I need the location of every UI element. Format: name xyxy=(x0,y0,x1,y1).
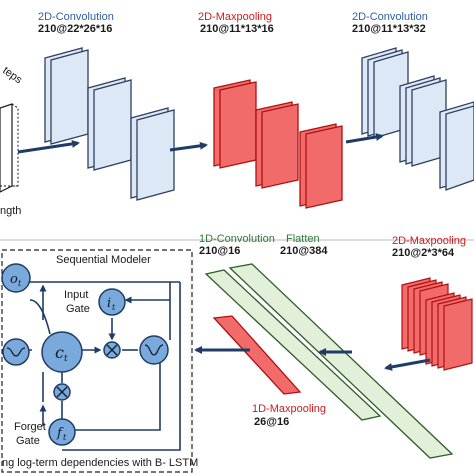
arrow-conv1-pool1 xyxy=(169,141,208,152)
conv2d-block-2 xyxy=(361,47,474,191)
maxpool2d-block-2 xyxy=(401,277,473,371)
maxpool2d-2-dims: 210@2*3*64 xyxy=(392,247,455,259)
input-steps-label: teps xyxy=(0,65,24,87)
conv2d-1-dims: 210@22*26*16 xyxy=(38,23,112,35)
forget-gate-label-line2: Gate xyxy=(16,435,40,447)
input-length-label: ngth xyxy=(0,205,21,217)
arrow-pool2-flatten xyxy=(384,358,431,371)
forget-gate-subscript: t xyxy=(63,433,67,442)
flatten-dims: 210@384 xyxy=(280,245,328,257)
arrow-pool1-conv2 xyxy=(345,133,384,144)
maxpool2d-1-dims: 210@11*13*16 xyxy=(200,23,274,35)
conv1d-dims: 210@16 xyxy=(199,245,240,257)
maxpool2d-2-title: 2D-Maxpooling xyxy=(392,235,466,247)
forget-gate-symbol: f xyxy=(56,426,64,441)
flatten-layer xyxy=(204,263,454,459)
cell-state-subscript: t xyxy=(64,354,68,364)
node-output-gate: o t xyxy=(1,263,31,293)
conv2d-block-1 xyxy=(44,47,175,201)
node-forget-gate: f t xyxy=(48,418,76,446)
node-cell-state: c t xyxy=(41,331,83,373)
conv1d-layer xyxy=(212,315,302,395)
conv2d-1-title: 2D-Convolution xyxy=(38,11,114,23)
lstm-caption: ng log-term dependencies with B- LSTM xyxy=(2,457,198,469)
lstm-internal-links xyxy=(29,299,63,419)
conv2d-2-dims: 210@11*13*32 xyxy=(352,23,426,35)
flatten-title: Flatten xyxy=(286,233,320,245)
node-candidate-tanh xyxy=(139,335,169,365)
sequential-modeler-title: Sequential Modeler xyxy=(56,254,151,266)
sequential-modeler-box xyxy=(1,249,193,473)
output-gate-symbol: o xyxy=(10,272,18,287)
maxpool1d-title: 1D-Maxpooling xyxy=(252,403,326,415)
conv1d-title: 1D-Convolution xyxy=(199,233,275,245)
input-gate-label-line2: Gate xyxy=(66,303,90,315)
input-gate-symbol: i xyxy=(107,296,111,311)
cell-state-symbol: c xyxy=(55,343,64,362)
maxpool1d-dims: 26@16 xyxy=(254,416,289,428)
input-gate-subscript: t xyxy=(112,303,116,312)
forget-gate-label-line1: Forget xyxy=(14,421,46,433)
input-gate-label-line1: Input xyxy=(64,289,88,301)
conv2d-2-title: 2D-Convolution xyxy=(352,11,428,23)
maxpool2d-block-1 xyxy=(213,79,343,209)
node-forget-multiply xyxy=(53,383,71,401)
node-input-multiply xyxy=(103,341,121,359)
node-output-tanh xyxy=(2,338,30,366)
maxpool2d-1-title: 2D-Maxpooling xyxy=(198,11,272,23)
input-volume: teps ngth xyxy=(0,65,25,217)
node-input-gate: i t xyxy=(98,288,126,316)
arrow-input-conv1 xyxy=(17,139,80,154)
output-gate-subscript: t xyxy=(18,279,22,288)
